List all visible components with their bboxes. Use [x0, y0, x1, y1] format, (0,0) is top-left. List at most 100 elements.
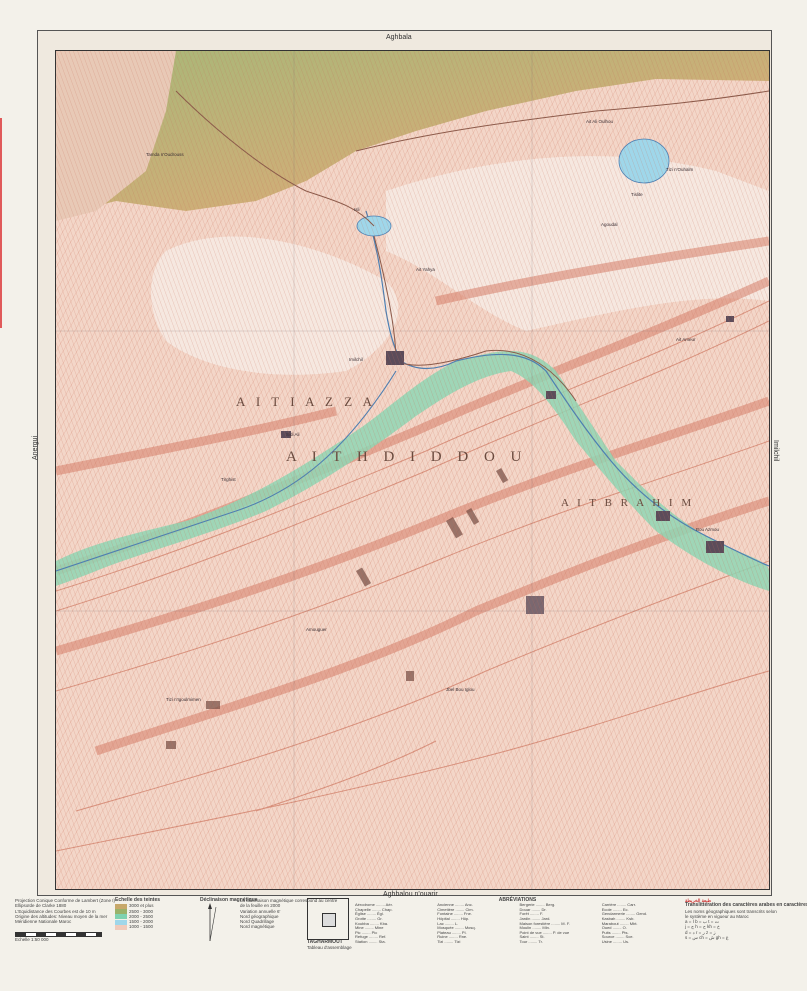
- place-label: Tizi n'Igoulmimen: [166, 697, 201, 702]
- scan-edge-mark: [0, 118, 2, 328]
- legend-text: Les noms géographiques sont transcrits s…: [685, 908, 777, 914]
- abbreviation-entry: Oued ........ O.: [601, 925, 627, 931]
- abbreviation-entry: Refuge ........ Ref.: [355, 934, 387, 940]
- region-label-ait-iazza: A I T I A Z Z A: [236, 394, 376, 409]
- abbreviation-entry: Fontaine ........ Fne.: [437, 911, 472, 917]
- place-label: Isli: [354, 207, 360, 212]
- legend-title: TAGHARMOUT: [307, 939, 343, 945]
- abbreviation-entry: Grotte ........ Gr.: [355, 916, 383, 922]
- legend-text: 2500 - 3000: [129, 908, 154, 914]
- abbreviation-entry: Jardin ........ Jard.: [519, 916, 551, 922]
- abbreviation-entry: Point de vue ........ P. de vue: [519, 929, 570, 935]
- legend-text: de la feuille en 2000: [240, 903, 281, 909]
- abbreviation-entry: Forêt ........ F.: [519, 911, 544, 917]
- abbreviation-grid: Aérodrome ........ Aér.Ancienne ........…: [355, 903, 680, 944]
- legend-text: L'Equidistance des Courbes est de 10 m: [15, 908, 96, 914]
- scale-label: Echelle 1:50 000: [15, 937, 49, 943]
- topographic-map: A I T I A Z Z A A I T H D I D D O U A I …: [56, 51, 769, 889]
- region-label-ait-hdiddou: A I T H D I D D O U: [286, 449, 527, 465]
- legend-text: j = ج h = ح kh = خ: [685, 924, 720, 930]
- north-arrow-icon: [208, 903, 217, 942]
- legend-projection: Projection Conique Conforme de Lambert (…: [15, 898, 116, 943]
- place-label: Jbel Bou Iglou: [446, 687, 475, 692]
- legend-text: 1000 - 1500: [129, 924, 154, 930]
- legend-text: Origine des altitudes: Niveau moyen de l…: [15, 913, 108, 919]
- legend-text: Projection Conique Conforme de Lambert (…: [15, 898, 116, 903]
- place-label: Tislite: [631, 192, 643, 197]
- legend-text: Nord magnétique: [240, 924, 275, 930]
- place-label: Agoudal: [601, 222, 618, 227]
- region-label-ait-brahim: A I T B R A H I M: [561, 497, 694, 509]
- abbreviation-entry: Moulin ........ Mln.: [519, 925, 550, 931]
- grid-lines: [56, 51, 769, 889]
- abbreviation-entry: Maison forestière ........ M. F.: [519, 920, 570, 926]
- map-canvas: A I T I A Z Z A A I T H D I D D O U A I …: [55, 50, 770, 890]
- abbreviation-entry: Mine ........ Mine: [355, 925, 384, 931]
- abbreviation-entry: Bergerie ........ Berg.: [519, 902, 556, 908]
- abbreviation-entry: Plateau ........ Pl.: [437, 929, 467, 935]
- abbreviation-entry: Station ........ Sta.: [355, 939, 386, 945]
- legend-text: s = س ch = ش gh = غ: [685, 935, 729, 941]
- legend-declination: Déclinaison magnétique: [200, 897, 258, 944]
- legend-text: le système en vigueur au Maroc: [685, 913, 749, 919]
- legend-title: طبعة الخريطة: [685, 898, 712, 903]
- abbreviation-entry: Douar ........ Dr.: [519, 906, 547, 912]
- abbreviation-entry: Pic ........ Pic: [355, 929, 378, 935]
- abbreviation-entry: Église ........ Égl.: [355, 911, 384, 917]
- abbreviation-entry: Koubba ........ Kba.: [355, 920, 389, 926]
- map-legend: Projection Conique Conforme de Lambert (…: [15, 897, 807, 988]
- abbreviation-entry: Gendarmerie ........ Gend.: [601, 911, 648, 917]
- legend-text: a = ا b = ب t = ت: [685, 919, 719, 925]
- legend-index-map: TAGHARMOUT Tableau d'assemblage: [307, 898, 352, 951]
- place-label: Bou Azmou: [696, 527, 720, 532]
- place-label: Ait Ameur: [676, 337, 696, 342]
- abbreviation-entry: Aérodrome ........ Aér.: [355, 902, 393, 908]
- right-side-label: Imilchil: [772, 440, 779, 462]
- legend-abbreviations: ABRÉVIATIONS Aérodrome ........ Aér.Anci…: [355, 897, 680, 945]
- legend-text: 1500 - 2000: [129, 919, 154, 925]
- place-label: Tizi n'Ouhalm: [666, 167, 693, 172]
- legend-notes: La déclinaison magnétique correspond au …: [240, 898, 338, 930]
- legend-title: Déclinaison magnétique: [200, 897, 258, 903]
- abbreviation-entry: Lac ........ L.: [437, 920, 459, 926]
- legend-text: 2000 - 2500: [129, 913, 154, 919]
- place-label: Ait Yahya: [416, 267, 435, 272]
- abbreviation-entry: Chapelle ........ Chap.: [355, 906, 393, 912]
- relief-fine-hatch: [56, 51, 769, 889]
- bottom-header: Aghbalou n'ouarir: [383, 891, 438, 898]
- place-label: Tirghist: [221, 477, 236, 482]
- legend-text: Ellipsoïde de Clarke 1880: [15, 903, 67, 909]
- legend-title: ABRÉVIATIONS: [498, 897, 537, 903]
- legend-text: Méridienne Nationale Maroc: [15, 919, 72, 925]
- place-label: Imilchil: [349, 357, 363, 362]
- legend-transliteration: طبعة الخريطة Translittération des caract…: [685, 898, 807, 941]
- abbreviation-entry: Hôpital ........ Hôp.: [437, 916, 470, 922]
- legend-text: Nord Quadrillage: [240, 919, 275, 925]
- place-labels: Tamda n'Oudrouss Agoudal Ait Ali Oulhou …: [146, 119, 720, 702]
- abbreviation-entry: Tizi ........ Tizi: [437, 939, 461, 945]
- legend-text: La déclinaison magnétique correspond au …: [240, 898, 338, 903]
- abbreviation-entry: Cimetière ........ Cim.: [437, 906, 474, 912]
- place-label: Amouguer: [306, 627, 327, 632]
- abbreviation-entry: Source ........ Sce.: [601, 934, 634, 940]
- legend-elevation: Echelle des teintes 3000 et plus 2500 - …: [115, 897, 195, 930]
- left-side-label: Anergui: [32, 435, 39, 460]
- abbreviation-entry: Puits ........ Pts.: [601, 929, 629, 935]
- abbreviation-entry: Mosquée ........ Mosq.: [437, 925, 476, 931]
- abbreviation-entry: Tour ........ Tr.: [519, 939, 543, 945]
- legend-text: Tableau d'assemblage: [307, 945, 352, 951]
- legend-text: Nord géographique: [240, 913, 279, 919]
- place-label: Sidi Ali: [286, 432, 300, 437]
- place-label: Tamda n'Oudrouss: [146, 152, 184, 157]
- legend-text: Variation annuelle 6': [240, 908, 281, 914]
- abbreviation-entry: Usine ........ Us.: [601, 939, 630, 945]
- place-label: Ait Ali Oulhou: [586, 119, 614, 124]
- abbreviation-entry: Carrière ........ Carr.: [601, 902, 636, 908]
- abbreviation-entry: Ecole ........ Ec.: [601, 906, 629, 912]
- abbreviation-entry: Kasbah ........ Ksb.: [601, 916, 635, 922]
- legend-title: Translittération des caractères arabes e…: [685, 902, 807, 909]
- legend-text: d = د r = ر z = ز: [685, 929, 716, 935]
- abbreviation-entry: Ruine ........ Rne.: [437, 934, 468, 940]
- top-header: Aghbala: [386, 34, 412, 41]
